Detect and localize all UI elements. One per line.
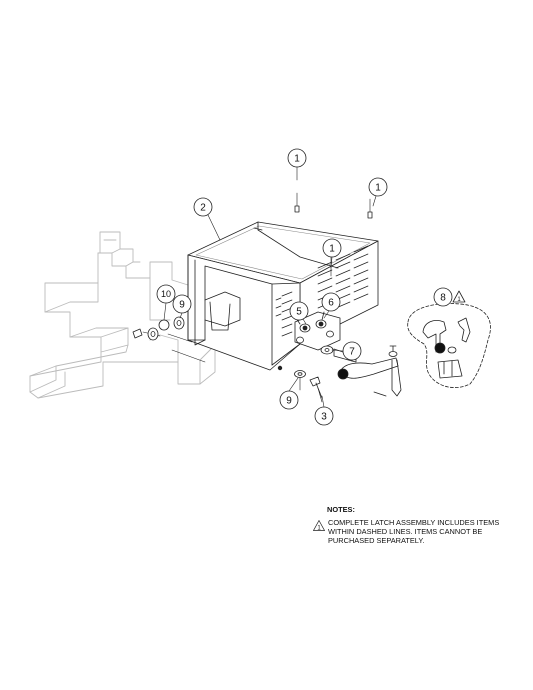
callout-9b: 9: [286, 396, 292, 407]
hinge-hardware: [294, 311, 357, 363]
callout-9a: 9: [179, 300, 185, 311]
note-item-flag: 1: [317, 525, 321, 531]
top-screws: [294, 205, 373, 219]
callout-5: 5: [296, 307, 302, 318]
callout-1a: 1: [294, 154, 300, 165]
warning-triangle-icon: 1: [313, 520, 325, 531]
callout-7: 7: [349, 347, 355, 358]
callout-3: 3: [321, 412, 327, 423]
callout-1c: 1: [329, 244, 335, 255]
enclosure-box: [187, 221, 379, 371]
note-item: 1 COMPLETE LATCH ASSEMBLY INCLUDES ITEMS…: [313, 518, 513, 545]
notes-block: NOTES: 1 COMPLETE LATCH ASSEMBLY INCLUDE…: [313, 505, 513, 545]
left-fastener-group: [132, 316, 185, 341]
note-item-text: COMPLETE LATCH ASSEMBLY INCLUDES ITEMS W…: [328, 518, 500, 545]
latch-kit-detail: [407, 303, 491, 388]
callout-balloons: [156, 148, 453, 426]
vent-slots: [317, 245, 369, 309]
latch-assembly: [337, 345, 402, 397]
notes-title: NOTES:: [327, 505, 355, 514]
bottom-fastener-group: [294, 370, 323, 399]
callout-10: 10: [161, 289, 171, 299]
callout-leaders: [163, 166, 377, 408]
callout-6: 6: [328, 298, 334, 309]
vent-slots-front: [275, 291, 293, 337]
note-flag-number: 1: [457, 297, 461, 303]
callout-8: 8: [440, 293, 446, 304]
callout-2: 2: [200, 203, 206, 214]
note-flag-triangle: [452, 290, 466, 303]
callout-1b: 1: [375, 183, 381, 194]
